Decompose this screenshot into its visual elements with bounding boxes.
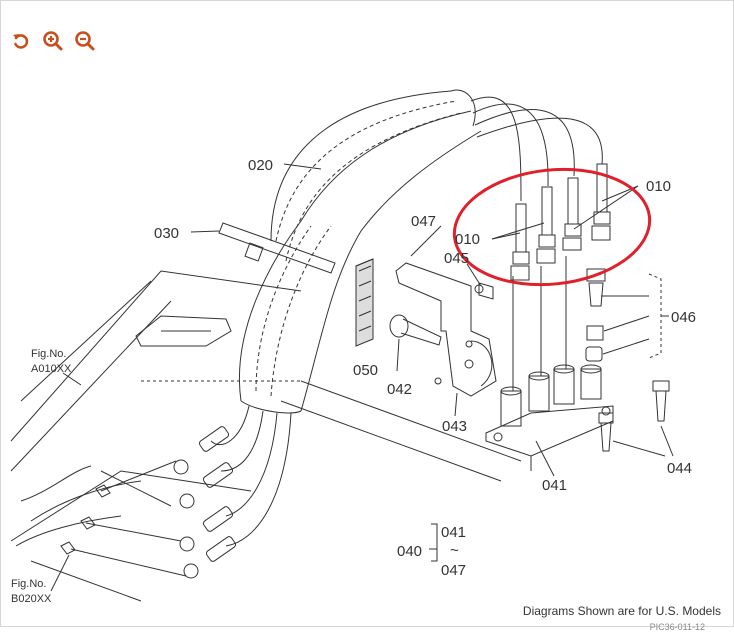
lower-hose-fittings <box>60 426 237 579</box>
label-044[interactable]: 044 <box>667 460 692 477</box>
label-group-tilde: ~ <box>450 542 459 559</box>
label-047[interactable]: 047 <box>411 213 436 230</box>
fitting-045 <box>474 282 494 300</box>
label-030[interactable]: 030 <box>154 225 179 242</box>
cable-tie <box>190 222 336 274</box>
label-020[interactable]: 020 <box>248 157 273 174</box>
label-010-left[interactable]: 010 <box>455 231 480 248</box>
fig-ref-a-line2[interactable]: A010XX <box>31 363 72 375</box>
hose-bundle <box>210 89 603 547</box>
fig-ref-a-line1: Fig.No. <box>31 348 66 360</box>
valve-block <box>485 256 614 471</box>
plate-050 <box>355 258 374 347</box>
bolts-044 <box>598 380 674 457</box>
zoom-in-button[interactable] <box>41 29 65 53</box>
fig-ref-b-line2[interactable]: B020XX <box>11 593 52 605</box>
zoom-in-icon <box>43 31 63 51</box>
diagram-code: PIC36-011-12 <box>649 622 705 632</box>
label-045[interactable]: 045 <box>444 250 469 267</box>
rotate-ccw-icon <box>13 34 29 49</box>
label-041[interactable]: 041 <box>542 477 567 494</box>
viewer-toolbar <box>9 29 97 53</box>
parts-046 <box>585 268 669 362</box>
fig-ref-b-line1: Fig.No. <box>11 578 46 590</box>
zoom-out-button[interactable] <box>73 29 97 53</box>
label-group-047[interactable]: 047 <box>441 562 466 579</box>
label-042[interactable]: 042 <box>387 381 412 398</box>
label-046[interactable]: 046 <box>671 309 696 326</box>
label-050[interactable]: 050 <box>353 362 378 379</box>
label-043[interactable]: 043 <box>442 418 467 435</box>
part-labels: 020 030 047 045 010 010 046 050 042 043 … <box>11 157 696 605</box>
leader-lines <box>50 163 639 592</box>
bolt-042 <box>389 314 442 346</box>
label-group-041[interactable]: 041 <box>441 524 466 541</box>
reset-rotate-button[interactable] <box>9 29 33 53</box>
label-040[interactable]: 040 <box>397 543 422 560</box>
upper-fittings <box>510 163 611 281</box>
zoom-out-icon <box>75 31 95 51</box>
label-010-right[interactable]: 010 <box>646 178 671 195</box>
machine-frame-outline <box>10 270 522 602</box>
bracket-assembly <box>395 262 497 397</box>
diagram-footnote: Diagrams Shown are for U.S. Models <box>522 604 721 618</box>
highlight-circle <box>452 167 652 287</box>
